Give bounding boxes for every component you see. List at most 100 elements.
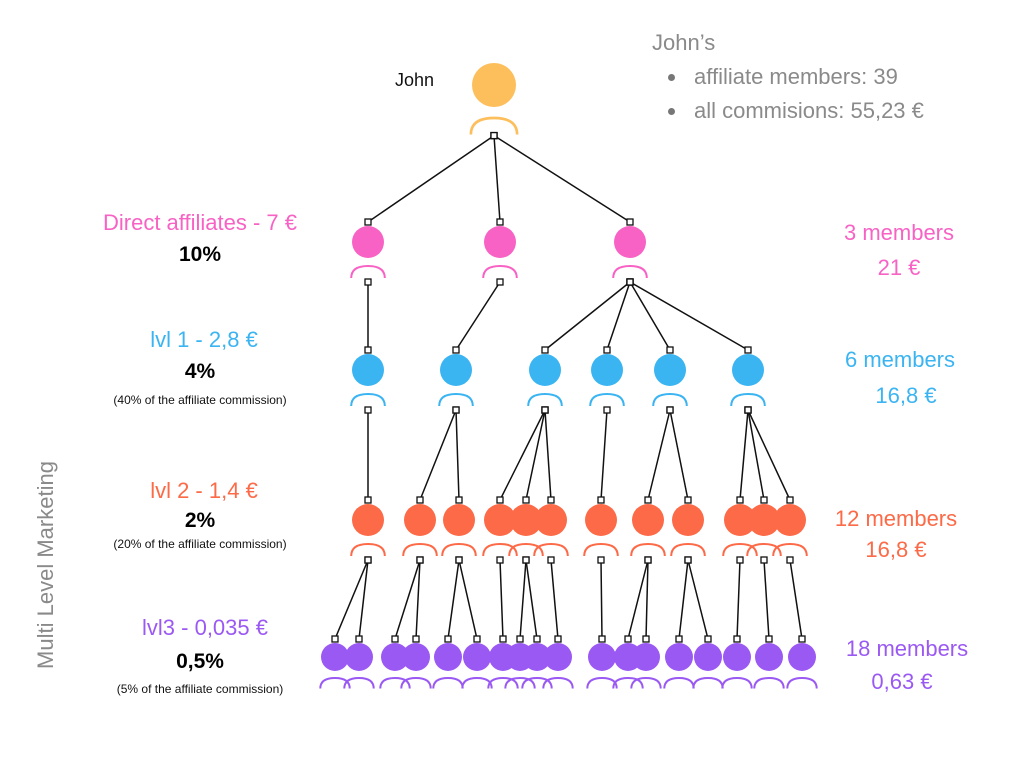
member-lvl2-icon (441, 504, 477, 557)
connector-line (334, 559, 369, 640)
summary-bullet: all commisions: 55,23 € (652, 94, 924, 128)
member-lvl3-icon (379, 643, 411, 689)
person-head (585, 504, 617, 536)
member-lvl3-icon (343, 643, 375, 689)
member-lvl2-icon (482, 504, 518, 557)
person-head (443, 504, 475, 536)
person-head (440, 354, 472, 386)
member-lvl2-icon (772, 504, 808, 557)
connector-line (525, 559, 538, 640)
person-head (321, 643, 349, 671)
person-body (379, 676, 411, 689)
member-lvl3-icon (432, 643, 464, 689)
person-body (663, 676, 695, 689)
connector-line (669, 409, 689, 501)
connector-line (499, 409, 546, 501)
person-body (432, 676, 464, 689)
person-head (434, 643, 462, 671)
connector-handle (364, 496, 372, 504)
member-direct-icon (482, 226, 518, 279)
connector-handle (364, 278, 372, 286)
summary-bullet: affiliate members: 39 (652, 60, 924, 94)
level-amount-lvl1: 16,8 € (875, 383, 937, 408)
level-title-lvl2: lvl 2 - 1,4 € (150, 478, 258, 503)
member-lvl3-icon (542, 643, 574, 689)
connector-handle (455, 556, 463, 564)
connector-handle (516, 635, 524, 643)
connector-handle (496, 556, 504, 564)
connector-handle (547, 496, 555, 504)
member-lvl2-icon (630, 504, 666, 557)
connector-handle (522, 496, 530, 504)
member-lvl2-icon (746, 504, 782, 557)
person-body (722, 542, 758, 557)
connector-handle (798, 635, 806, 643)
person-body (461, 676, 493, 689)
connector-line (493, 134, 631, 223)
level-note-lvl2: (20% of the affiliate commission) (113, 537, 287, 551)
person-body (542, 676, 574, 689)
level-percent-lvl3: 0,5% (176, 650, 224, 673)
connector-line (525, 409, 546, 501)
connector-handle (533, 635, 541, 643)
member-lvl2-icon (508, 504, 544, 557)
root-name-label: John (395, 70, 435, 90)
connector-handle (786, 496, 794, 504)
person-body (772, 542, 808, 557)
connector-handle (760, 556, 768, 564)
connector-handle (675, 635, 683, 643)
connector-handle (736, 556, 744, 564)
person-head (724, 504, 756, 536)
connector-line (627, 559, 649, 640)
person-head (345, 643, 373, 671)
person-body (319, 676, 351, 689)
person-body (746, 542, 782, 557)
connector-handle (666, 346, 674, 354)
connector-handle (598, 635, 606, 643)
connector-handle (666, 406, 674, 414)
person-body (504, 676, 536, 689)
level-members-direct: 3 members (843, 220, 955, 245)
person-body (487, 676, 519, 689)
person-body (350, 542, 386, 557)
person-head (755, 643, 783, 671)
member-lvl2-icon (722, 504, 758, 557)
connector-handle (541, 406, 549, 414)
person-body (521, 676, 553, 689)
person-body (402, 542, 438, 557)
person-body (400, 676, 432, 689)
connector-line (493, 135, 501, 223)
person-body (692, 676, 724, 689)
node-layer (319, 63, 818, 689)
person-head (672, 504, 704, 536)
connector-line (455, 409, 460, 501)
connector-handle (603, 406, 611, 414)
connector-line (629, 281, 749, 351)
member-lvl2-icon (350, 504, 386, 557)
person-head (529, 354, 561, 386)
connector-handle (704, 635, 712, 643)
level-amount-lvl2: 16,8 € (865, 537, 927, 562)
connector-line (447, 559, 460, 640)
connector-handle (624, 635, 632, 643)
connector-handle (331, 635, 339, 643)
member-lvl3-icon (586, 643, 618, 689)
connector-handle (490, 131, 498, 140)
member-lvl3-icon (663, 643, 695, 689)
person-head (535, 504, 567, 536)
person-body (527, 392, 563, 407)
person-head (472, 63, 516, 107)
level-percent-lvl1: 4% (184, 360, 216, 383)
connector-handle (744, 406, 752, 414)
connector-line (747, 409, 791, 501)
person-head (665, 643, 693, 671)
person-head (484, 504, 516, 536)
connector-handle (364, 218, 372, 226)
person-head (632, 643, 660, 671)
person-body (533, 542, 569, 557)
level-title-direct: Direct affiliates - 7 € (102, 210, 298, 235)
member-lvl3-icon (753, 643, 785, 689)
connector-handle (684, 496, 692, 504)
member-lvl3-icon (786, 643, 818, 689)
person-head (591, 354, 623, 386)
